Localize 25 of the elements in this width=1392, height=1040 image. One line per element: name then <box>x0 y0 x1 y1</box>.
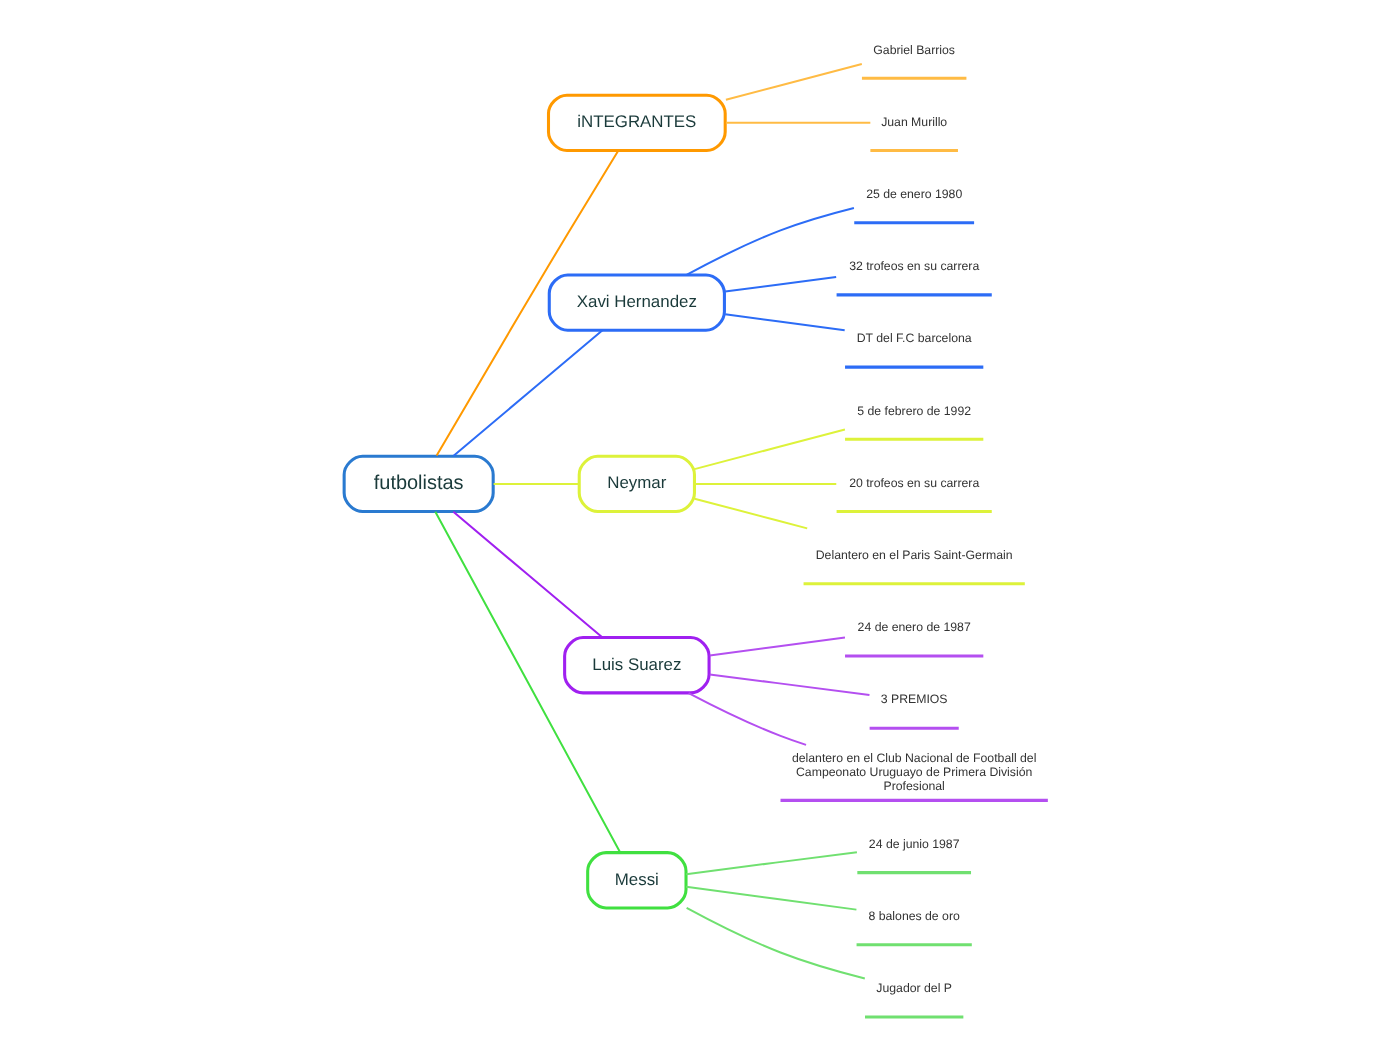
connector <box>685 851 858 876</box>
connector <box>435 149 620 457</box>
connector <box>693 482 838 485</box>
connector <box>724 313 846 332</box>
connector <box>685 885 858 911</box>
connector <box>452 510 604 639</box>
connector <box>708 636 846 657</box>
node-box: Luis Suarez <box>563 636 711 695</box>
connector <box>685 906 866 980</box>
connector <box>685 206 855 276</box>
connector <box>687 692 808 746</box>
node-box: Neymar <box>577 454 696 514</box>
connector <box>492 482 581 485</box>
node-box: iNTEGRANTES <box>546 93 727 152</box>
connector <box>724 121 872 124</box>
connector <box>724 63 863 101</box>
node-box: futbolistas <box>342 454 495 514</box>
connector <box>693 428 846 471</box>
connector <box>693 497 809 530</box>
connector <box>452 329 604 457</box>
node-box: Messi <box>586 851 688 910</box>
node-box: Xavi Hernandez <box>547 273 726 332</box>
connector <box>434 510 622 854</box>
connector <box>724 276 838 293</box>
connector <box>708 673 871 696</box>
